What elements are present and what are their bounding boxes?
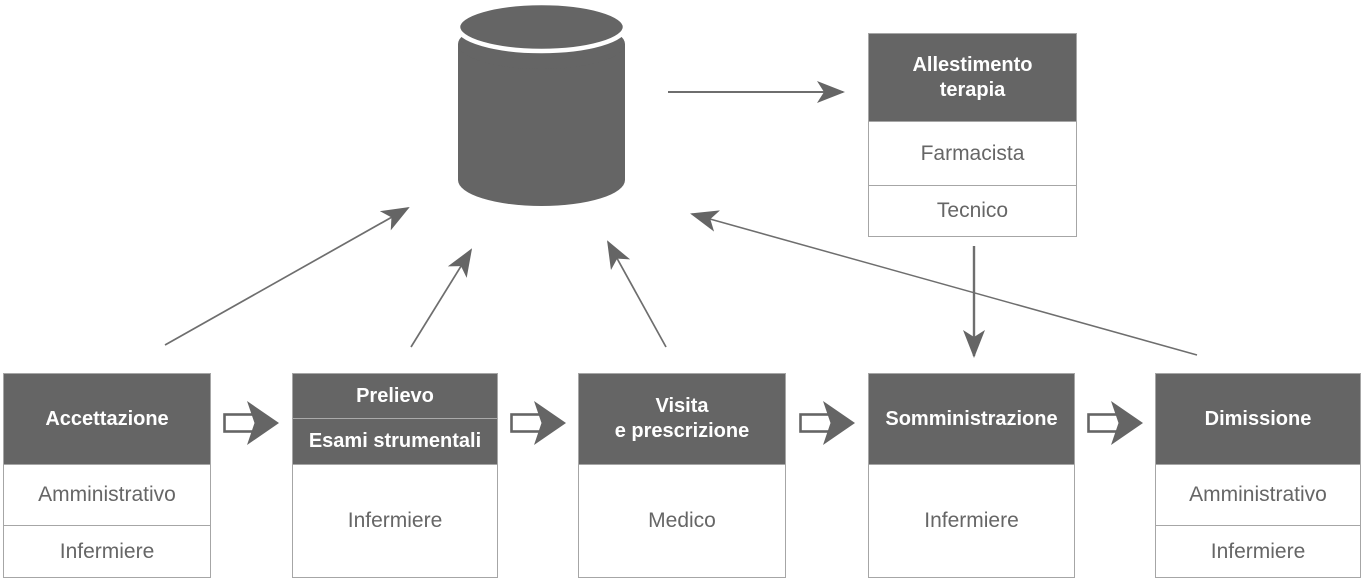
step-title-row: Prelievo — [293, 374, 497, 418]
side-box-allestimento-terapia: Allestimento terapia Farmacista Tecnico — [868, 33, 1077, 237]
role-cell: Tecnico — [869, 185, 1076, 236]
role-label: Amministrativo — [38, 483, 176, 506]
next-step-arrow-icon — [510, 399, 568, 447]
step-header: Somministrazione — [869, 374, 1074, 464]
step-title: Somministrazione — [885, 407, 1058, 430]
step-header: Prelievo Esami strumentali — [293, 374, 497, 464]
step-box-visita-prescrizione: Visita e prescrizione Medico — [578, 373, 786, 578]
next-step-arrow-icon — [799, 399, 857, 447]
next-step-arrow-icon — [1087, 399, 1145, 447]
role-label: Tecnico — [936, 199, 1009, 222]
role-label: Infermiere — [924, 509, 1019, 532]
step-title: Dimissione — [1204, 407, 1312, 430]
role-label: Amministrativo — [1189, 483, 1327, 506]
next-step-arrow-icon — [223, 399, 281, 447]
role-cell: Medico — [579, 464, 785, 577]
step-title: Esami strumentali — [308, 430, 482, 452]
role-cell: Farmacista — [869, 121, 1076, 185]
role-label: Infermiere — [1210, 539, 1306, 563]
role-cell: Infermiere — [1156, 525, 1360, 577]
step-title: e prescrizione — [614, 420, 750, 442]
step-box-prelievo-esami: Prelievo Esami strumentali Infermiere — [292, 373, 498, 578]
role-cell: Infermiere — [293, 464, 497, 577]
role-label: Medico — [648, 509, 716, 532]
role-label: Infermiere — [347, 509, 443, 532]
database-cylinder-icon — [455, 0, 628, 206]
step-box-accettazione: Accettazione Amministrativo Infermiere — [3, 373, 211, 578]
role-label: Infermiere — [59, 539, 155, 563]
arrow-visita-to-database-icon — [607, 240, 667, 348]
step-header: Accettazione — [4, 374, 210, 464]
role-label: Farmacista — [920, 141, 1025, 165]
step-header: Dimissione — [1156, 374, 1360, 464]
step-header: Visita e prescrizione — [579, 374, 785, 464]
side-box-header: Allestimento terapia — [869, 34, 1076, 121]
arrow-accettazione-to-database-icon — [164, 207, 410, 346]
side-box-title-line: Allestimento — [912, 53, 1033, 76]
role-cell: Amministrativo — [4, 464, 210, 525]
arrow-prelievo-to-database-icon — [410, 248, 473, 348]
step-title: Visita — [655, 395, 709, 417]
role-cell: Infermiere — [869, 464, 1074, 577]
step-title: Accettazione — [45, 407, 169, 430]
step-title: Prelievo — [356, 384, 434, 407]
step-title-row: Esami strumentali — [293, 418, 497, 464]
step-box-dimissione: Dimissione Amministrativo Infermiere — [1155, 373, 1361, 578]
role-cell: Amministrativo — [1156, 464, 1360, 525]
step-box-somministrazione: Somministrazione Infermiere — [868, 373, 1075, 578]
arrow-dimissione-to-database-icon — [690, 210, 1198, 356]
side-box-title-line: terapia — [939, 78, 1006, 101]
role-cell: Infermiere — [4, 525, 210, 577]
